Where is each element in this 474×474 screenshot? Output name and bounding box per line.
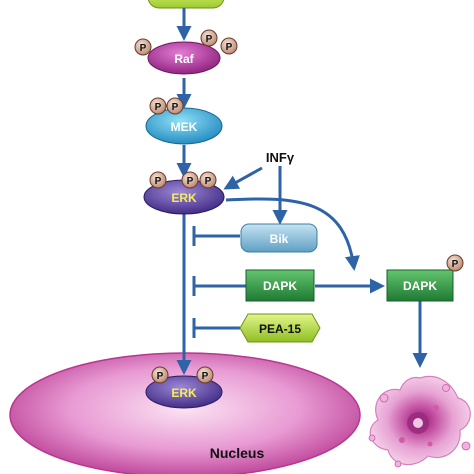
raf-node: Raf P P P bbox=[134, 29, 238, 75]
phospho-label: P bbox=[452, 259, 459, 270]
mek-label: MEK bbox=[171, 120, 198, 134]
phospho-label: P bbox=[172, 102, 179, 113]
dapk-active-node: DAPK P bbox=[386, 254, 464, 302]
phospho-label: P bbox=[226, 42, 233, 53]
phospho-label: P bbox=[202, 371, 209, 382]
mek-node: MEK P P bbox=[145, 97, 223, 145]
erk-node: ERK P P P bbox=[143, 171, 225, 215]
phospho-badge: P bbox=[151, 366, 169, 384]
erk-nucleus-label: ERK bbox=[171, 386, 197, 400]
phospho-badge: P bbox=[196, 366, 214, 384]
bik-node: Bik bbox=[240, 223, 318, 253]
phospho-label: P bbox=[155, 176, 162, 187]
phospho-badge: P bbox=[446, 254, 464, 272]
phospho-label: P bbox=[157, 371, 164, 382]
pea15-label: PEA-15 bbox=[259, 322, 301, 336]
phospho-badge: P bbox=[181, 171, 199, 189]
phospho-badge: P bbox=[199, 171, 217, 189]
bik-label: Bik bbox=[270, 232, 289, 246]
nucleus-label: Nucleus bbox=[210, 445, 265, 461]
phospho-badge: P bbox=[220, 37, 238, 55]
phospho-label: P bbox=[187, 176, 194, 187]
dapk-node: DAPK bbox=[245, 269, 315, 302]
dapk-active-label: DAPK bbox=[403, 279, 437, 293]
phospho-label: P bbox=[155, 102, 162, 113]
inf-gamma-label: INFγ bbox=[266, 150, 295, 165]
upstream-node bbox=[147, 0, 225, 9]
phospho-badge: P bbox=[134, 38, 152, 56]
dapk-label: DAPK bbox=[263, 279, 297, 293]
phospho-badge: P bbox=[166, 97, 184, 115]
phospho-label: P bbox=[206, 34, 213, 45]
raf-label: Raf bbox=[174, 52, 194, 66]
phospho-label: P bbox=[140, 43, 147, 54]
phospho-label: P bbox=[205, 176, 212, 187]
erk-label: ERK bbox=[171, 191, 197, 205]
phospho-badge: P bbox=[149, 97, 167, 115]
inhibition-lines bbox=[192, 226, 246, 338]
pea15-node: PEA-15 bbox=[239, 313, 321, 343]
pathway-arrows bbox=[176, 8, 428, 375]
phospho-badge: P bbox=[149, 171, 167, 189]
phospho-badge: P bbox=[200, 29, 218, 47]
arrow-erk-to-dapk-active bbox=[225, 197, 360, 271]
arrow-inf-to-erk bbox=[223, 166, 263, 190]
apoptotic-cell-icon bbox=[368, 375, 471, 468]
erk-nucleus-node: ERK P P bbox=[145, 366, 223, 409]
